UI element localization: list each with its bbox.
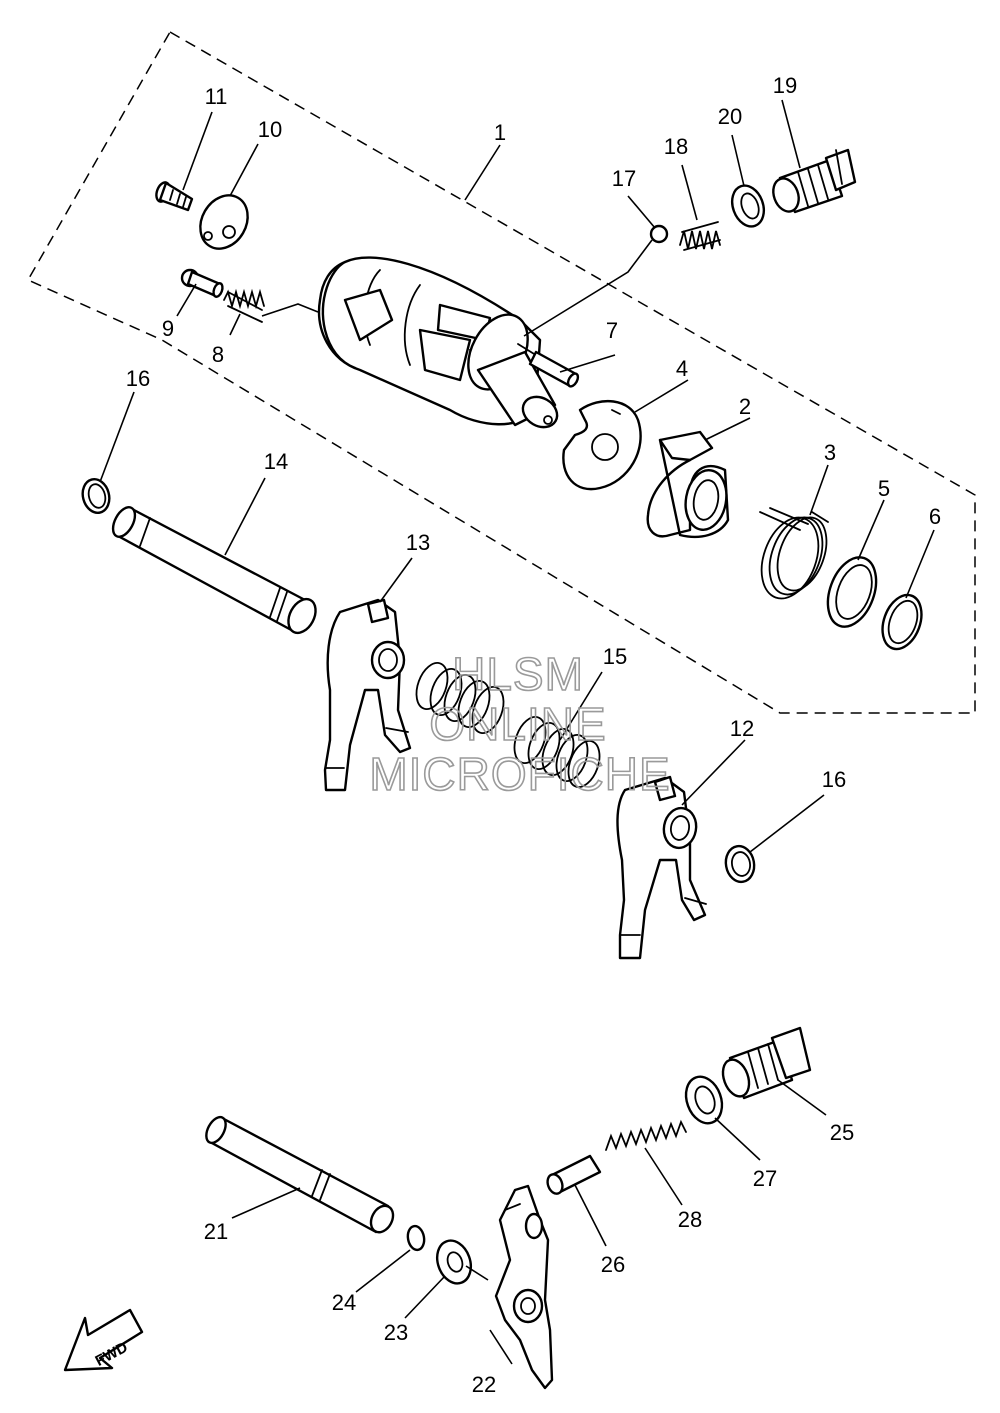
callout-14: 14 [264,449,288,474]
part-7-pin [528,350,580,388]
part-22-lever [494,1184,554,1390]
callout-20: 20 [718,104,742,129]
callout-3: 3 [824,440,836,465]
part-12-shift-fork [616,775,707,960]
watermark-line-3: MICROFICHE [369,748,670,800]
callout-28: 28 [678,1207,702,1232]
callout-16-lower: 16 [822,767,846,792]
part-16-circlip-lower [724,844,756,884]
callout-15: 15 [603,644,627,669]
part-10-plate [199,194,249,250]
part-9-pin [180,268,224,298]
part-2-segment [646,430,730,539]
part-5-washer [826,556,878,628]
callout-17: 17 [612,166,636,191]
part-23-washer [435,1239,473,1285]
part-24-circlip [406,1224,426,1252]
part-8-spring [223,288,265,323]
callout-13: 13 [406,530,430,555]
fwd-direction-arrow: FWD [63,1308,144,1372]
assembly-boundary [26,30,976,714]
part-27-washer [684,1075,724,1125]
callout-9: 9 [162,316,174,341]
part-3-torsion-spring [759,507,829,600]
part-16-circlip-upper [81,478,111,514]
callout-25: 25 [830,1120,854,1145]
leader-lines [99,99,935,1365]
part-1-shift-drum [261,256,561,429]
watermark-line-1: HLSM [452,648,584,700]
callout-8: 8 [212,342,224,367]
callout-6: 6 [929,504,941,529]
callout-numbers: 1 2 3 4 5 6 7 8 9 10 11 12 13 14 15 16 1… [126,73,941,1397]
part-26-pin [546,1154,602,1195]
part-19-bolt [772,148,857,214]
callout-19: 19 [773,73,797,98]
callout-7: 7 [606,318,618,343]
callout-16-upper: 16 [126,366,150,391]
callout-22: 22 [472,1372,496,1397]
callout-24: 24 [332,1290,356,1315]
part-6-circlip [881,593,923,651]
part-4-plate [562,399,642,491]
callout-10: 10 [258,117,282,142]
part-18-spring [679,221,721,251]
callout-21: 21 [204,1219,228,1244]
watermark-line-2: ONLINE [429,698,606,750]
part-21-shaft [205,1115,395,1234]
part-20-washer [730,184,766,228]
callout-23: 23 [384,1320,408,1345]
part-13-shift-fork [323,598,412,792]
callout-18: 18 [664,134,688,159]
part-11-screw [155,181,194,212]
callout-2: 2 [739,394,751,419]
part-17-ball [649,224,669,244]
callout-12: 12 [730,716,754,741]
callout-1: 1 [494,120,506,145]
part-25-bolt [721,1026,812,1100]
part-15-springs [415,662,601,788]
callout-27: 27 [753,1166,777,1191]
watermark: HLSM ONLINE MICROFICHE [369,647,671,801]
callout-26: 26 [601,1252,625,1277]
callout-4: 4 [676,356,688,381]
part-14-shaft [111,506,317,635]
part-28-spring [605,1119,687,1151]
callout-5: 5 [878,476,890,501]
callout-11: 11 [205,84,228,109]
